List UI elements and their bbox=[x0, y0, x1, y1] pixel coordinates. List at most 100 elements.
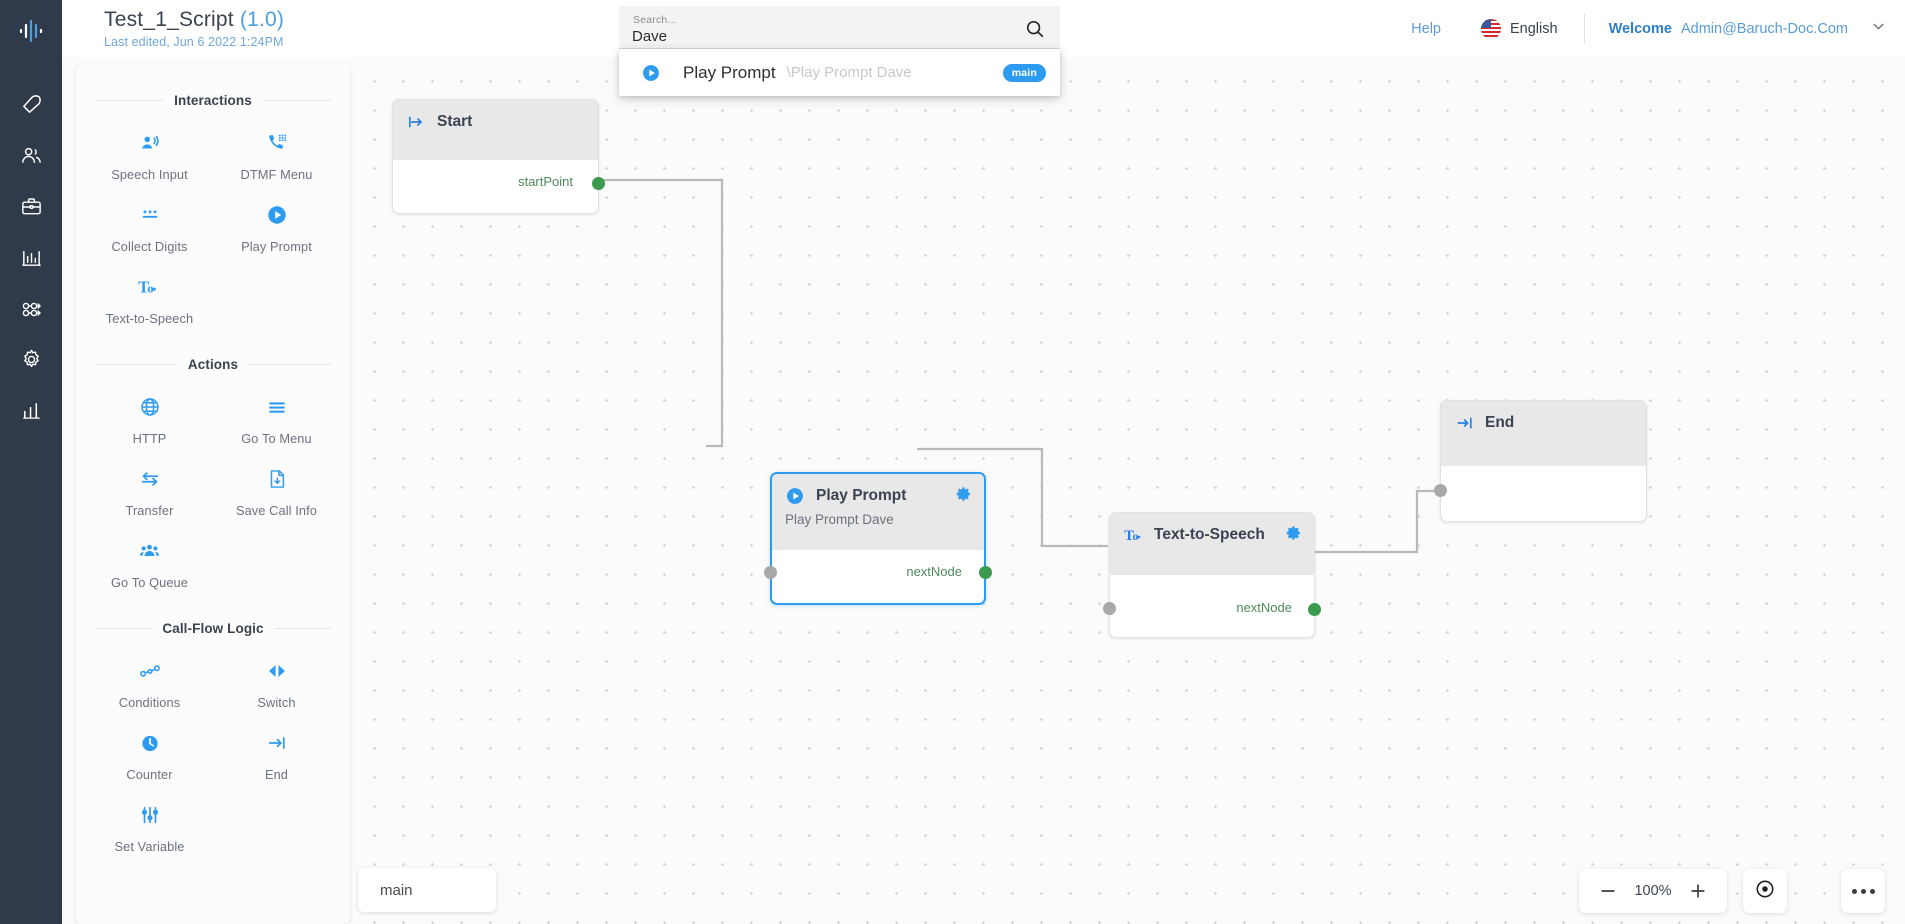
search-result-item[interactable]: Play Prompt \Play Prompt Dave main bbox=[619, 49, 1060, 96]
palette-item-go-to-menu[interactable]: Go To Menu bbox=[213, 380, 340, 452]
chevron-down-icon[interactable] bbox=[1870, 18, 1887, 40]
node-header: Start bbox=[393, 100, 598, 160]
palette-item-dtmf-menu[interactable]: DTMF Menu bbox=[213, 116, 340, 188]
search-box[interactable]: Search... bbox=[619, 6, 1060, 49]
sidebar-item-analytics[interactable] bbox=[0, 232, 62, 283]
node-title: Play Prompt bbox=[816, 487, 907, 504]
flow-canvas[interactable]: Interactions Speech Input bbox=[62, 57, 1905, 924]
node-title: End bbox=[1485, 414, 1515, 431]
palette-item-label: Counter bbox=[126, 767, 173, 782]
switch-icon bbox=[265, 658, 289, 684]
port-label-startpoint: startPoint bbox=[518, 174, 573, 189]
transfer-arrows-icon bbox=[139, 466, 161, 492]
language-selector[interactable]: English bbox=[1481, 18, 1558, 39]
sidebar-item-reports[interactable] bbox=[0, 385, 62, 436]
palette-spacer bbox=[213, 788, 340, 860]
more-options-button[interactable] bbox=[1841, 869, 1885, 913]
palette-item-label: Go To Menu bbox=[241, 431, 312, 446]
search-result-path: \Play Prompt Dave bbox=[786, 64, 912, 81]
script-version: (1.0) bbox=[239, 8, 285, 31]
node-title: Text-to-Speech bbox=[1154, 526, 1265, 543]
palette-item-label: Set Variable bbox=[114, 839, 185, 854]
input-port[interactable] bbox=[1103, 602, 1116, 615]
palette-item-label: Save Call Info bbox=[235, 503, 318, 518]
zoom-out-button[interactable] bbox=[1591, 874, 1625, 908]
gear-icon[interactable] bbox=[1286, 525, 1302, 546]
svg-text:T: T bbox=[1124, 528, 1134, 544]
sidebar-item-users[interactable] bbox=[0, 130, 62, 181]
flow-node-start[interactable]: Start startPoint bbox=[392, 99, 605, 214]
palette-item-conditions[interactable]: Conditions bbox=[86, 644, 213, 716]
palette-item-go-to-queue[interactable]: Go To Queue bbox=[86, 524, 213, 596]
palette-section-call-flow-logic-title: Call-Flow Logic bbox=[95, 618, 331, 638]
palette-item-save-call-info[interactable]: Save Call Info bbox=[213, 452, 340, 524]
palette-item-text-to-speech[interactable]: T o Text-to-Speech bbox=[86, 260, 213, 332]
palette-item-transfer[interactable]: Transfer bbox=[86, 452, 213, 524]
palette-item-play-prompt[interactable]: Play Prompt bbox=[213, 188, 340, 260]
flow-nodes-icon bbox=[19, 297, 43, 321]
help-link[interactable]: Help bbox=[1411, 20, 1441, 37]
sidebar-item-briefcase[interactable] bbox=[0, 181, 62, 232]
zoom-in-button[interactable] bbox=[1681, 874, 1715, 908]
section-label: Interactions bbox=[163, 92, 263, 108]
more-dots-icon bbox=[1851, 888, 1875, 894]
input-port[interactable] bbox=[1434, 484, 1447, 497]
save-file-icon bbox=[266, 466, 288, 492]
recenter-button[interactable] bbox=[1743, 869, 1787, 913]
analytics-building-icon bbox=[20, 246, 43, 269]
search-results-dropdown: Play Prompt \Play Prompt Dave main bbox=[619, 49, 1060, 96]
palette-item-label: Speech Input bbox=[111, 167, 188, 182]
search-icon[interactable] bbox=[1024, 18, 1046, 40]
palette-item-counter[interactable]: Counter bbox=[86, 716, 213, 788]
briefcase-icon bbox=[20, 195, 43, 218]
output-port[interactable] bbox=[592, 177, 605, 190]
sidebar-item-rocket[interactable] bbox=[0, 79, 62, 130]
palette-item-label: End bbox=[264, 767, 289, 782]
palette-item-label: Play Prompt bbox=[241, 239, 312, 254]
output-port[interactable] bbox=[979, 566, 992, 579]
play-prompt-icon bbox=[641, 63, 661, 83]
end-arrow-icon bbox=[265, 730, 289, 756]
palette-item-speech-input[interactable]: Speech Input bbox=[86, 116, 213, 188]
palette-item-set-variable[interactable]: Set Variable bbox=[86, 788, 213, 860]
flow-node-end[interactable]: End bbox=[1434, 400, 1647, 522]
gear-icon[interactable] bbox=[956, 486, 972, 507]
text-to-speech-icon: T o bbox=[1123, 525, 1143, 545]
flow-tab-main[interactable]: main bbox=[358, 868, 496, 912]
palette-item-label: HTTP bbox=[132, 431, 167, 446]
palette-spacer bbox=[213, 524, 340, 596]
globe-icon bbox=[139, 394, 161, 420]
collect-digits-icon bbox=[139, 202, 161, 228]
menu-lines-icon bbox=[266, 394, 288, 420]
sidebar-item-flows[interactable] bbox=[0, 283, 62, 334]
flow-node-text-to-speech[interactable]: T o Text-to-Speech nextNode bbox=[1103, 512, 1321, 638]
output-port[interactable] bbox=[1308, 603, 1321, 616]
palette-item-label: Text-to-Speech bbox=[105, 311, 194, 326]
script-name: Test_1_Script bbox=[104, 8, 234, 31]
palette-section-interactions: Speech Input DTMF Menu bbox=[76, 116, 350, 354]
svg-text:o: o bbox=[1133, 530, 1139, 543]
port-label-nextnode: nextNode bbox=[906, 564, 962, 579]
input-port[interactable] bbox=[764, 566, 777, 579]
palette-item-http[interactable]: HTTP bbox=[86, 380, 213, 452]
sidebar-item-settings[interactable] bbox=[0, 334, 62, 385]
palette-section-actions: HTTP Go To Menu bbox=[76, 380, 350, 618]
flow-node-play-prompt[interactable]: Play Prompt Play Prompt Dave nextNode bbox=[764, 472, 992, 605]
palette-spacer bbox=[86, 332, 340, 354]
search-label: Search... bbox=[633, 14, 677, 26]
welcome-label: Welcome bbox=[1608, 20, 1672, 37]
node-header: End bbox=[1441, 401, 1646, 466]
palette-section-actions-title: Actions bbox=[95, 354, 331, 374]
counter-icon bbox=[139, 730, 161, 756]
palette-item-end[interactable]: End bbox=[213, 716, 340, 788]
palette-item-collect-digits[interactable]: Collect Digits bbox=[86, 188, 213, 260]
play-prompt-icon bbox=[266, 202, 288, 228]
node-header: Play Prompt Play Prompt Dave bbox=[772, 474, 984, 550]
search-input[interactable] bbox=[632, 28, 1012, 45]
user-email[interactable]: Admin@Baruch-Doc.Com bbox=[1680, 20, 1848, 37]
palette-item-label: Go To Queue bbox=[111, 575, 188, 590]
header-divider bbox=[1583, 14, 1585, 43]
waveform-logo-icon[interactable] bbox=[14, 14, 48, 53]
search-result-name: Play Prompt bbox=[683, 62, 776, 82]
palette-item-switch[interactable]: Switch bbox=[213, 644, 340, 716]
